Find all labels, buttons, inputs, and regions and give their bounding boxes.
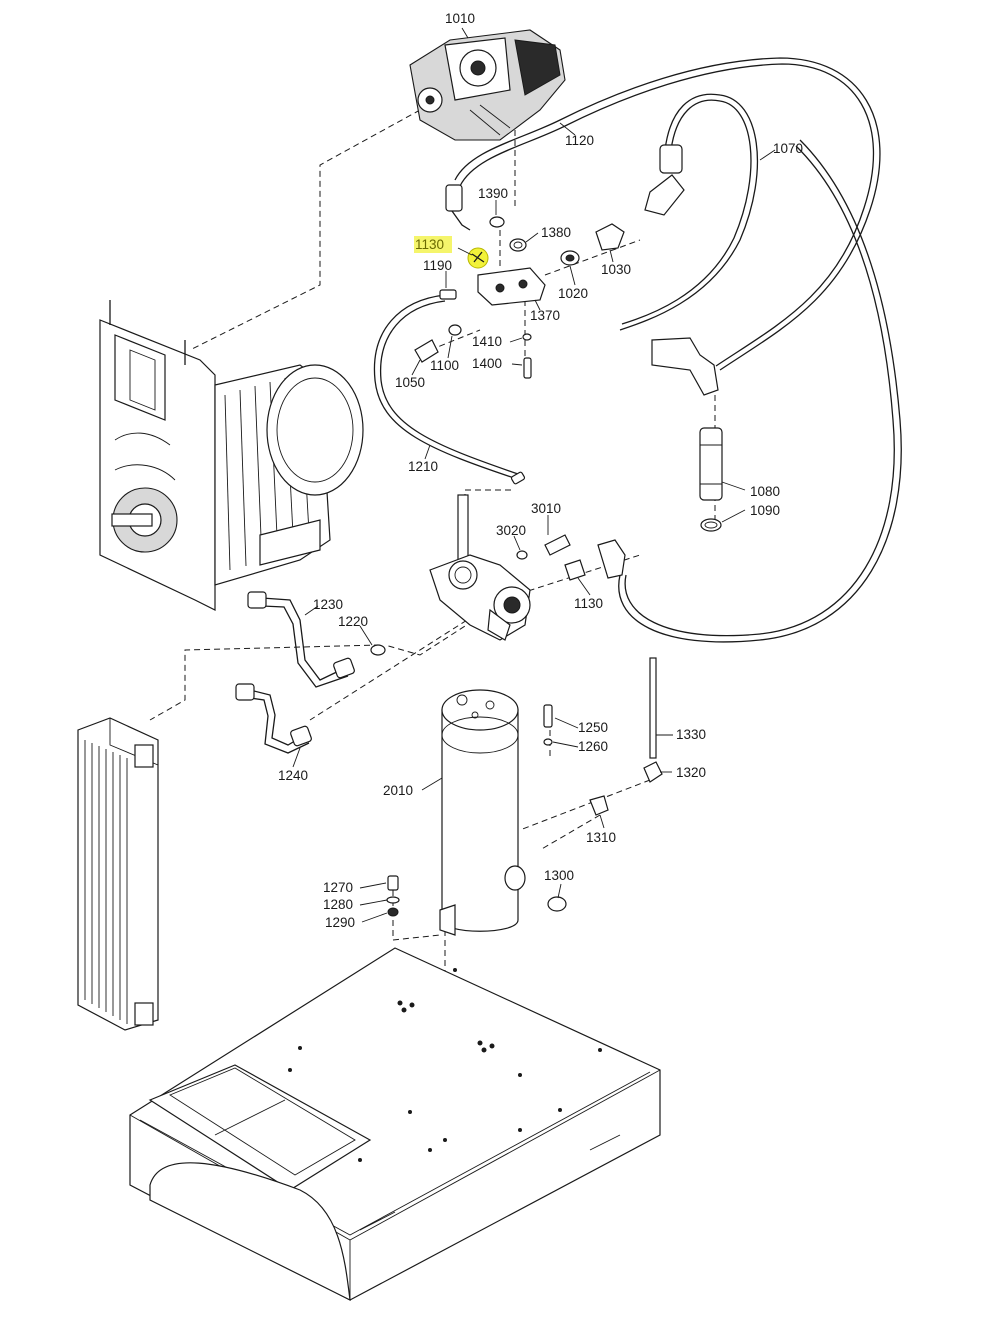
filter-head — [429, 494, 626, 641]
part-label-1270: 1270 — [323, 880, 353, 895]
part-label-1380: 1380 — [541, 225, 571, 240]
part-label-1130: 1130 — [574, 596, 603, 611]
part-label-1030: 1030 — [601, 262, 631, 277]
part-label-1220: 1220 — [338, 614, 368, 629]
cooler — [77, 717, 159, 1031]
compressor-air-end — [409, 29, 566, 141]
part-label-1330: 1330 — [676, 727, 706, 742]
part-label-1210: 1210 — [408, 459, 438, 474]
part-label-1100: 1100 — [430, 358, 459, 373]
upper-fittings — [414, 144, 685, 485]
part-label-1050: 1050 — [395, 375, 425, 390]
part-label-1240: 1240 — [278, 768, 308, 783]
part-label-1310: 1310 — [586, 830, 616, 845]
part-label-3020: 3020 — [496, 523, 526, 538]
pipes — [235, 591, 386, 754]
leader-lines — [292, 27, 776, 923]
part-label-1090: 1090 — [750, 503, 780, 518]
part-label-1290: 1290 — [325, 915, 355, 930]
part-label-1260: 1260 — [578, 739, 608, 754]
motor-frame — [99, 300, 364, 611]
part-label-1230: 1230 — [313, 597, 343, 612]
part-label-1410: 1410 — [472, 334, 502, 349]
right-fittings — [651, 337, 723, 532]
part-label-1400: 1400 — [472, 356, 502, 371]
part-label-1020: 1020 — [558, 286, 588, 301]
part-label-1190: 1190 — [423, 258, 452, 273]
part-label-1080: 1080 — [750, 484, 780, 499]
part-label-1370: 1370 — [530, 308, 560, 323]
part-label-1300: 1300 — [544, 868, 574, 883]
base-frame — [129, 947, 661, 1302]
part-label-1390: 1390 — [478, 186, 508, 201]
part-label-1130-highlighted: 1130 — [415, 237, 444, 252]
hoses — [373, 57, 902, 643]
part-label-1010: 1010 — [445, 11, 475, 26]
highlight-marker-1130 — [414, 236, 452, 253]
part-label-1320: 1320 — [676, 765, 706, 780]
part-label-3010: 3010 — [531, 501, 561, 516]
separator-tank — [386, 657, 663, 936]
part-label-1120: 1120 — [565, 133, 594, 148]
part-label-1250: 1250 — [578, 720, 608, 735]
part-labels: 1010 1120 1070 1390 1380 1130 1190 1020 … — [278, 11, 803, 930]
part-label-1280: 1280 — [323, 897, 353, 912]
part-label-1070: 1070 — [773, 141, 803, 156]
part-label-2010: 2010 — [383, 783, 413, 798]
